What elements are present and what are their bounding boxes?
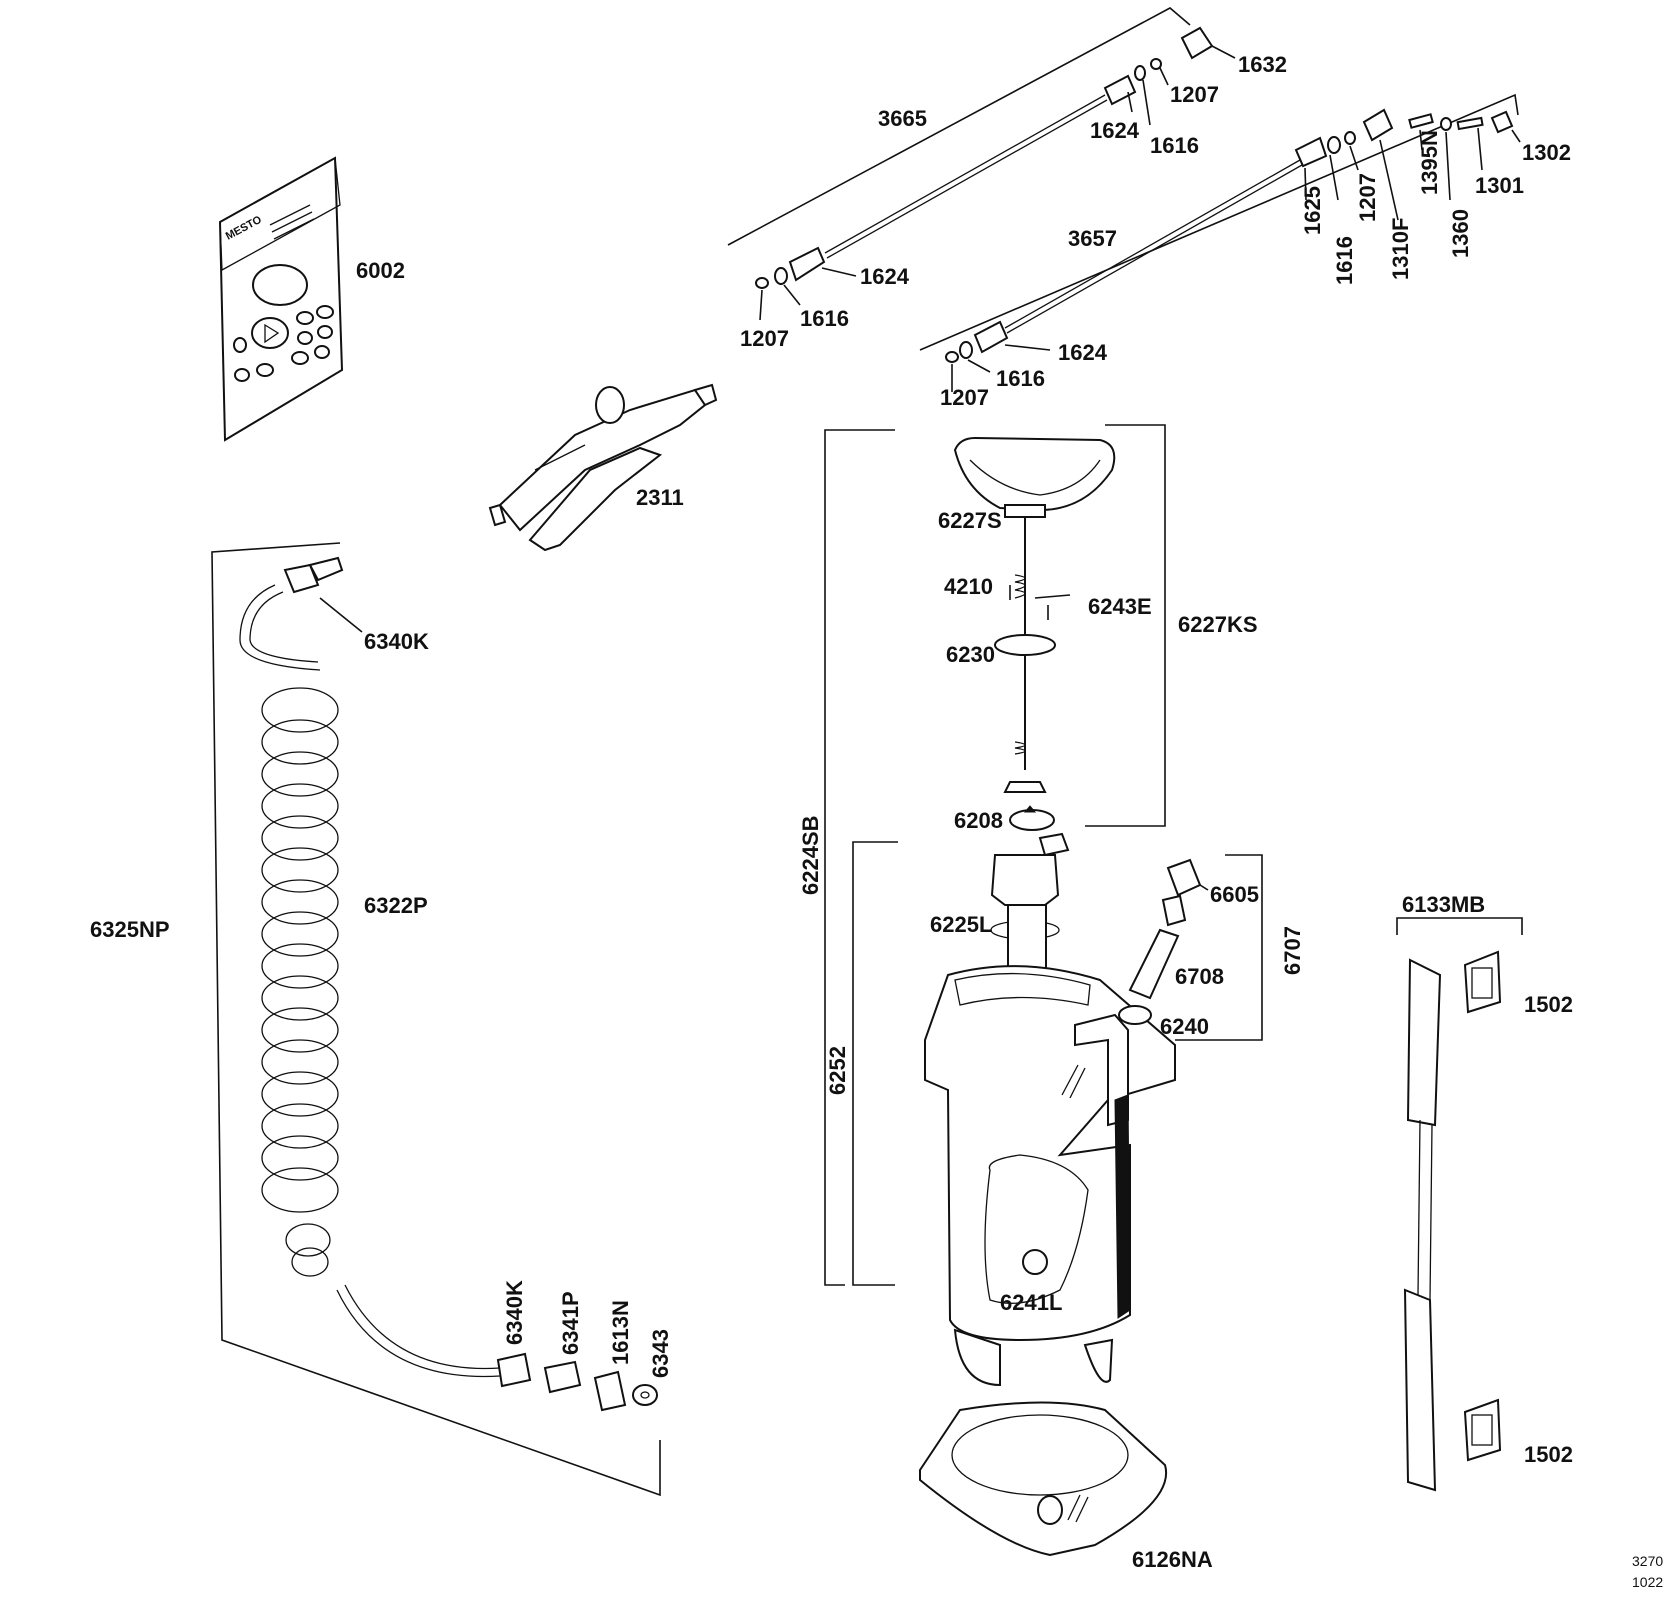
label-6252: 6252 [825,1046,850,1095]
lance-3665 [727,7,1236,321]
label-1616: 1616 [1332,236,1357,285]
label-1502: 1502 [1524,992,1573,1017]
label-1207: 1207 [1170,82,1219,107]
label-6605: 6605 [1210,882,1259,907]
label-3657: 3657 [1068,226,1117,251]
label-6343: 6343 [648,1329,673,1378]
label-6708: 6708 [1175,964,1224,989]
label-6707: 6707 [1280,926,1305,975]
label-6227s: 6227S [938,508,1002,533]
label-6133mb: 6133MB [1402,892,1485,917]
label-1302: 1302 [1522,140,1571,165]
label-1624: 1624 [1090,118,1140,143]
label-1310f: 1310F [1388,218,1413,280]
label-1613n: 1613N [608,1300,633,1365]
pump-assembly-6227ks [953,424,1166,831]
label-4210: 4210 [944,574,993,599]
label-6340k: 6340K [364,629,429,654]
label-6224sb: 6224SB [798,815,823,895]
label-6240: 6240 [1160,1014,1209,1039]
strap-6133mb [1396,917,1523,1492]
label-6243e: 6243E [1088,594,1152,619]
lance-3657 [919,93,1521,392]
label-6002: 6002 [356,258,405,283]
label-1616: 1616 [996,366,1045,391]
label-1502: 1502 [1524,1442,1573,1467]
label-2311: 2311 [636,485,684,510]
drawing-code-line-2: 1022 [1632,1574,1663,1590]
label-1624: 1624 [1058,340,1108,365]
hose-assembly-6325np [211,542,661,1497]
label-1207: 1207 [740,326,789,351]
label-1624: 1624 [860,264,910,289]
label-6241l: 6241L [1000,1290,1062,1315]
label-1301: 1301 [1475,173,1524,198]
label-6341p: 6341P [558,1291,583,1355]
bracket-6224sb [824,429,895,1286]
instruction-card-6002: MESTO [218,156,344,442]
label-1395n: 1395N [1417,130,1442,195]
label-6322p: 6322P [364,893,428,918]
label-1360: 1360 [1448,209,1473,258]
label-6340k: 6340K [502,1280,527,1345]
label-1616: 1616 [1150,133,1199,158]
tank-6252 [852,832,1176,1387]
trigger-valve-2311 [488,383,718,552]
relief-valve-6707 [1118,854,1263,1041]
label-6126na: 6126NA [1132,1547,1213,1572]
label-1625: 1625 [1300,186,1325,235]
label-6225l: 6225L [930,912,992,937]
drawing-code-line-1: 3270 [1632,1553,1663,1569]
label-3665: 3665 [878,106,927,131]
label-1207: 1207 [1355,173,1380,222]
base-6126na [919,1401,1168,1557]
label-1207: 1207 [940,385,989,410]
label-6227ks: 6227KS [1178,612,1258,637]
label-6208: 6208 [954,808,1003,833]
label-1632: 1632 [1238,52,1287,77]
label-6325np: 6325NP [90,917,170,942]
label-1616: 1616 [800,306,849,331]
label-6230: 6230 [946,642,995,667]
